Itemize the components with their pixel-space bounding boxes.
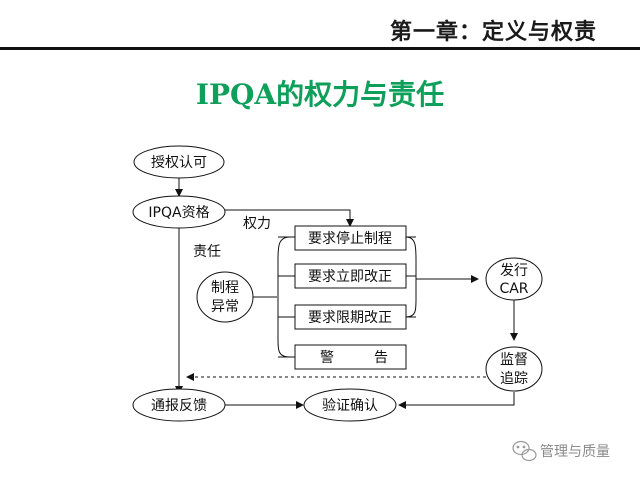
watermark-text: 管理与质量 — [540, 444, 610, 460]
node-monitor-line2: 追踪 — [500, 371, 528, 387]
box-correct-now: 要求立即改正 — [294, 263, 407, 289]
node-abnormal-line2: 异常 — [211, 299, 239, 315]
fork-left — [277, 236, 291, 358]
node-abnormal-line1: 制程 — [211, 280, 239, 296]
node-qualification: IPQA资格 — [132, 195, 226, 229]
watermark: 管理与质量 — [512, 440, 610, 462]
label-duty: 责任 — [193, 244, 221, 260]
box-warning-right: 告 — [374, 350, 388, 366]
edge-qualification-stop — [225, 209, 354, 227]
box-stop-label: 要求停止制程 — [308, 230, 392, 247]
label-power: 权力 — [243, 216, 271, 232]
node-verify-label: 验证确认 — [322, 398, 378, 414]
box-stop: 要求停止制程 — [294, 225, 407, 251]
node-monitor: 监督 追踪 — [485, 346, 543, 392]
node-monitor-line1: 监督 — [500, 352, 528, 368]
box-correct-now-label: 要求立即改正 — [308, 269, 392, 285]
box-warning: 警 告 — [294, 344, 407, 370]
edge-monitor-verify — [398, 392, 515, 409]
node-car: 发行 CAR — [485, 257, 543, 301]
box-warning-left: 警 — [320, 350, 334, 366]
wechat-icon — [512, 440, 537, 462]
slide-title: IPQA的权力与责任 — [195, 78, 445, 111]
node-car-line1: 发行 — [500, 263, 528, 279]
chapter-heading: 第一章：定义与权责 — [390, 20, 598, 45]
node-authorize-label: 授权认可 — [151, 155, 207, 171]
box-correct-deadline-label: 要求限期改正 — [308, 310, 392, 326]
node-qualification-label: IPQA资格 — [148, 205, 209, 221]
node-verify: 验证确认 — [303, 388, 397, 422]
merge-right — [405, 236, 417, 318]
box-correct-deadline: 要求限期改正 — [294, 304, 407, 330]
node-abnormal: 制程 异常 — [196, 271, 254, 323]
node-report-label: 通报反馈 — [151, 398, 207, 414]
header-rule — [0, 47, 640, 50]
node-car-line2: CAR — [499, 281, 528, 297]
node-authorize: 授权认可 — [133, 145, 225, 179]
node-report: 通报反馈 — [132, 388, 226, 422]
